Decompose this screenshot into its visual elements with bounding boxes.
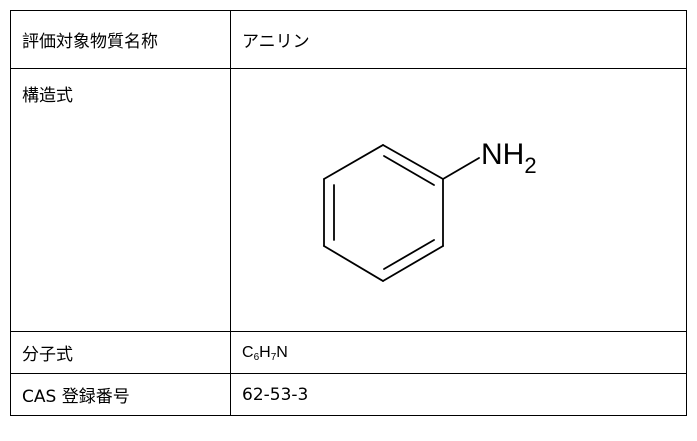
formula-h-count: 7: [270, 352, 277, 363]
formula-c: C: [242, 344, 254, 361]
row-molecular-formula: 分子式 C6H7N: [10, 331, 687, 374]
ring-bond-4: [323, 245, 384, 282]
double-bond-inner-1: [383, 155, 435, 186]
value-molecular-formula: C6H7N: [230, 331, 687, 374]
substance-info-table: 評価対象物質名称 アニリン 構造式: [10, 10, 687, 416]
aniline-structure-diagram: NH2: [323, 138, 537, 282]
row-cas-number: CAS 登録番号 62-53-3: [10, 373, 687, 416]
ring-bond-3: [382, 245, 444, 282]
ring-bond-1: [382, 144, 444, 180]
double-bond-inner-2: [383, 239, 435, 270]
c-n-bond: [442, 157, 480, 180]
row-structure: 構造式 NH2: [10, 68, 687, 332]
row-substance-name: 評価対象物質名称 アニリン: [10, 10, 687, 69]
value-substance-name: アニリン: [230, 10, 687, 69]
formula-h: H: [259, 344, 271, 361]
ring-bond-6: [323, 144, 384, 180]
label-cas-number: CAS 登録番号: [10, 373, 231, 416]
label-structure-cell: 構造式: [10, 68, 231, 332]
molecular-formula-text: C6H7N: [242, 344, 288, 363]
amino-group-label: NH2: [481, 138, 537, 178]
amino-group-subscript: 2: [524, 153, 536, 178]
label-substance-name: 評価対象物質名称: [10, 10, 231, 69]
value-cas-number: 62-53-3: [230, 373, 687, 416]
amino-group-nh: NH: [481, 138, 524, 171]
formula-c-count: 6: [253, 352, 260, 363]
label-molecular-formula: 分子式: [10, 331, 231, 374]
formula-n: N: [276, 344, 288, 361]
label-structure: 構造式: [22, 86, 73, 106]
structure-cell: NH2: [230, 68, 687, 332]
